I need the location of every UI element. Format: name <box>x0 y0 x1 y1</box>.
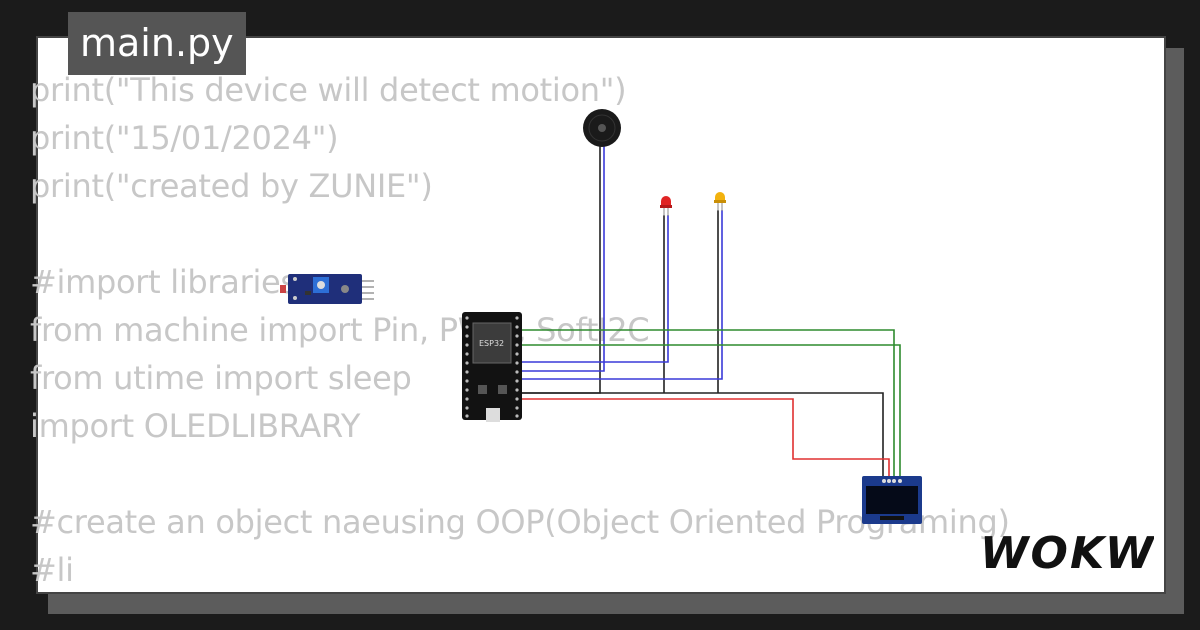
code-line: print("This device will detect motion") <box>30 71 627 109</box>
code-line: import OLEDLIBRARY <box>30 407 361 445</box>
wire-buzzer-black <box>520 146 601 394</box>
red-led-icon[interactable] <box>660 196 672 216</box>
code-line: #li <box>30 551 74 589</box>
wire-oled-black <box>520 392 884 480</box>
code-line: print("15/01/2024") <box>30 119 339 157</box>
oled-display-icon[interactable] <box>862 476 922 524</box>
code-line: from utime import sleep <box>30 359 412 397</box>
wires <box>520 146 901 480</box>
wire-oled-green-1 <box>520 329 895 480</box>
wire-led-red-blue <box>520 215 669 363</box>
wire-oled-red <box>520 398 890 480</box>
buzzer-icon[interactable] <box>583 109 621 147</box>
code-line: print("created by ZUNIE") <box>30 167 433 205</box>
code-line: from machine import Pin, PWM, SoftI2C <box>30 311 650 349</box>
esp32-board-icon[interactable]: ESP32 <box>462 312 522 422</box>
wire-buzzer-blue <box>520 146 605 372</box>
filename-tab[interactable]: main.py <box>68 12 246 75</box>
esp32-label: ESP32 <box>479 339 504 348</box>
wire-oled-green-2 <box>520 344 901 480</box>
wokwi-logo-text: WOKWi <box>980 528 1154 578</box>
code-line: #import libraries <box>30 263 297 301</box>
wire-led-yellow-blue <box>520 210 723 380</box>
wokwi-logo: WOKWi <box>980 528 1154 578</box>
ldr-sensor-icon[interactable] <box>280 274 374 304</box>
yellow-led-icon[interactable] <box>714 192 726 211</box>
code-preview: print("This device will detect motion") … <box>30 66 1010 594</box>
